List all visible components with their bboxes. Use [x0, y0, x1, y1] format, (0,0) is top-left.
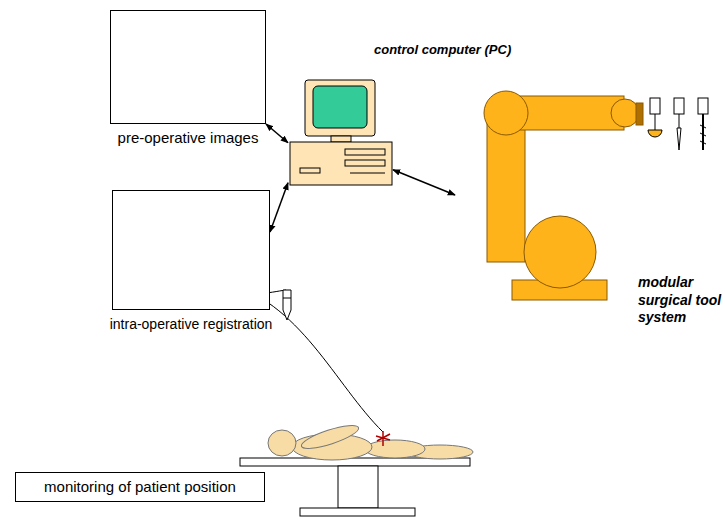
node-label: modular surgical tool system	[638, 274, 722, 327]
registration-box: intra-operative registration	[112, 190, 270, 310]
control-computer	[345, 149, 385, 155]
control-computer	[331, 136, 351, 142]
robot-arm	[524, 216, 596, 288]
robot-arm	[484, 91, 528, 135]
node-label: control computer (PC)	[374, 42, 511, 58]
robot-arm	[636, 103, 643, 125]
surgical-tools	[648, 130, 662, 137]
surgical-tools	[698, 98, 708, 114]
control-computer	[313, 86, 367, 128]
image-box: pre-operative images	[110, 10, 266, 124]
surgical-tools	[677, 128, 681, 150]
robot-arm	[611, 99, 639, 127]
control-computer	[300, 168, 320, 173]
patient	[268, 421, 473, 460]
patient	[365, 440, 425, 458]
robot-node: modular surgical tool system	[455, 88, 650, 302]
surgical-tools	[655, 114, 656, 130]
pointer-probe	[283, 290, 291, 320]
patient	[268, 430, 296, 456]
operating-table	[338, 466, 378, 508]
operating-table	[300, 508, 415, 516]
node-label: intra-operative registration	[110, 316, 273, 334]
computer-node: control computer (PC)	[288, 78, 393, 186]
surgical-tools	[700, 133, 706, 136]
surgical-tools	[700, 141, 706, 144]
surgical-tools	[702, 114, 704, 150]
surgical-tools	[679, 114, 680, 128]
surgical-tools	[700, 125, 706, 128]
patient	[299, 421, 360, 453]
control-computer	[350, 173, 385, 174]
node-label: pre-operative images	[118, 129, 259, 148]
surgical-tools	[650, 98, 660, 114]
surgical-tools	[674, 98, 684, 114]
patient-marker	[376, 431, 390, 446]
connector-arrow	[266, 124, 288, 143]
robot-arm	[484, 91, 643, 300]
surgical-tools	[648, 98, 708, 150]
control-computer	[345, 160, 385, 166]
control-computer	[305, 80, 375, 136]
node-label: monitoring of patient position	[44, 478, 236, 497]
connector-arrow	[393, 170, 455, 195]
operating-table	[240, 458, 470, 516]
monitor-box: monitoring of patient position	[15, 472, 265, 502]
control-computer	[290, 80, 392, 185]
pointer-probe	[283, 298, 291, 299]
connector-arrow	[270, 183, 288, 232]
pointer-probe	[283, 290, 291, 320]
control-computer	[290, 142, 392, 185]
patient-marker	[377, 434, 390, 441]
